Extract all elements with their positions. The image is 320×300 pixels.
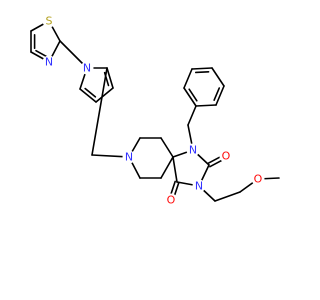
atom-label-background [42, 55, 56, 69]
bond-pB-sp [160, 137, 174, 158]
bond-bz-ph1 [187, 105, 197, 126]
bond-sp-pC [160, 156, 174, 179]
bond-ph1-ph2 [183, 87, 197, 107]
bond-ph2-ph3 [183, 68, 193, 89]
atom-label-background [192, 179, 206, 193]
atom-s1: S [42, 14, 56, 28]
atom-label: N [83, 62, 91, 75]
atom-o_bot: O [164, 193, 178, 207]
atom-label-background [164, 193, 178, 207]
bond-c_n-n_thz-inner [35, 49, 49, 58]
atom-label-background [80, 61, 94, 75]
atom-label-background [219, 149, 233, 163]
atom-label: N [125, 151, 133, 164]
atom-label: O [167, 194, 176, 207]
atom-label: N [45, 56, 53, 69]
atom-label-layer: S N N N N N O O O [42, 14, 265, 207]
bond-ph4-ph5 [211, 67, 225, 87]
bond-c4-sp [172, 156, 178, 183]
atom-label-background [42, 14, 56, 28]
atom-label: O [222, 150, 231, 163]
molecule-structure: S N N N N N O O O [30, 14, 280, 207]
atom-label: N [195, 180, 203, 193]
atom-o_ether: O [251, 172, 265, 186]
bond-layer [30, 20, 280, 202]
atom-o_top: O [219, 149, 233, 163]
atom-label: N [189, 144, 197, 157]
atom-n_thz: N [42, 55, 56, 69]
atom-label: S [46, 15, 53, 28]
atom-n_pip: N [122, 150, 136, 164]
atom-n_pyr: N [80, 61, 94, 75]
bond-e1-e2 [214, 191, 241, 202]
bond-cp3-cp4 [95, 87, 114, 103]
bond-cp2-cp3 [106, 67, 114, 89]
atom-label-background [186, 143, 200, 157]
bond-ph5-ph6 [215, 85, 225, 106]
atom-n1: N [186, 143, 200, 157]
atom-n3: N [192, 179, 206, 193]
bond-ph6-ph1 [195, 104, 217, 107]
bond-cp4-cp5-inner [84, 87, 97, 98]
atom-label-background [251, 172, 265, 186]
atom-label-background [122, 150, 136, 164]
bond-ph5-ph6-inner [213, 87, 221, 101]
bond-cp2-cp3-inner [103, 71, 110, 87]
bond-ph3-ph4-inner [194, 70, 210, 74]
bond-cp2-ch2a [91, 67, 108, 156]
bond-ph3-ph4 [191, 67, 213, 70]
atom-label: O [254, 173, 263, 186]
bond-cp4-cp5 [79, 88, 97, 103]
bond-ph1-ph2-inner [188, 88, 198, 102]
